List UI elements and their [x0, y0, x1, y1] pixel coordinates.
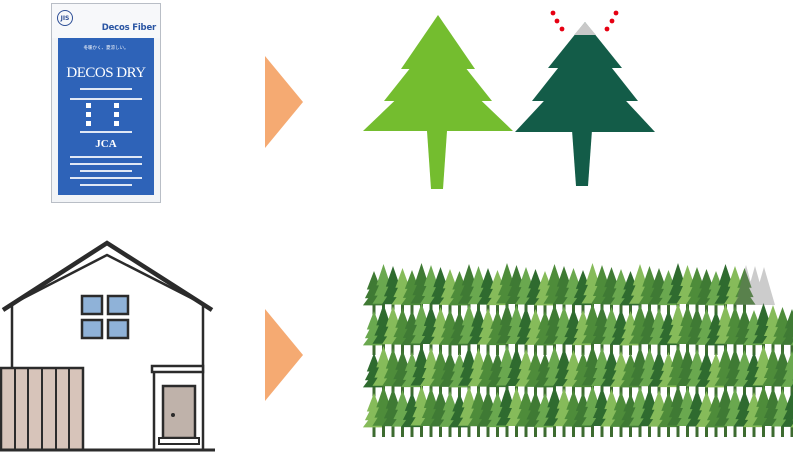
bag-kanji-box [114, 103, 119, 108]
bag-kanji-box [114, 121, 119, 126]
forest-tree-icon [790, 379, 793, 388]
bag-blue-panel: 冬暖かく、夏涼しい。 DECOS DRY JCA [58, 38, 154, 195]
forest-row [363, 385, 793, 437]
arrow-right-icon [265, 309, 303, 401]
bag-kanji-box [86, 121, 91, 126]
jis-certification-logo: JIS [57, 10, 73, 26]
product-logo: DECOS DRY [66, 65, 146, 81]
bag-text-line [70, 156, 142, 158]
bag-kanji-box [86, 103, 91, 108]
product-bag-image: JIS Decos Fiber 冬暖かく、夏涼しい。 DECOS DRY JCA [51, 3, 161, 203]
mature-tree-icon [515, 10, 655, 186]
bag-text-line [70, 177, 142, 179]
window-icon [80, 294, 130, 340]
bag-text-line [70, 163, 142, 165]
forest-row [363, 345, 793, 397]
arrow-right-icon [265, 56, 303, 148]
house-icon [0, 240, 215, 452]
bag-kanji-box [86, 112, 91, 117]
bag-kanji-box [114, 112, 119, 117]
door-icon [161, 384, 197, 440]
bag-text-line [70, 98, 142, 100]
forest-tree-icon [780, 391, 793, 437]
faded-tree-icon [735, 265, 775, 305]
sparkle-icon [550, 10, 619, 32]
bag-text-line [80, 131, 132, 133]
forest-tree-icon [790, 337, 793, 346]
association-logo: JCA [95, 138, 117, 150]
forest-row [363, 263, 756, 315]
fence [0, 366, 85, 452]
forest-icon [363, 263, 793, 437]
forest-row [363, 303, 793, 355]
bag-text-line [80, 184, 132, 186]
bag-text-line [80, 170, 132, 172]
forest-tree-icon [780, 351, 793, 397]
bag-tagline: 冬暖かく、夏涼しい。 [83, 46, 129, 51]
forest-tree-icon [780, 309, 793, 355]
bag-header: JIS Decos Fiber [52, 4, 160, 38]
young-tree-icon [363, 15, 513, 189]
bag-text-line [80, 88, 132, 90]
brand-logo: Decos Fiber [101, 23, 156, 33]
